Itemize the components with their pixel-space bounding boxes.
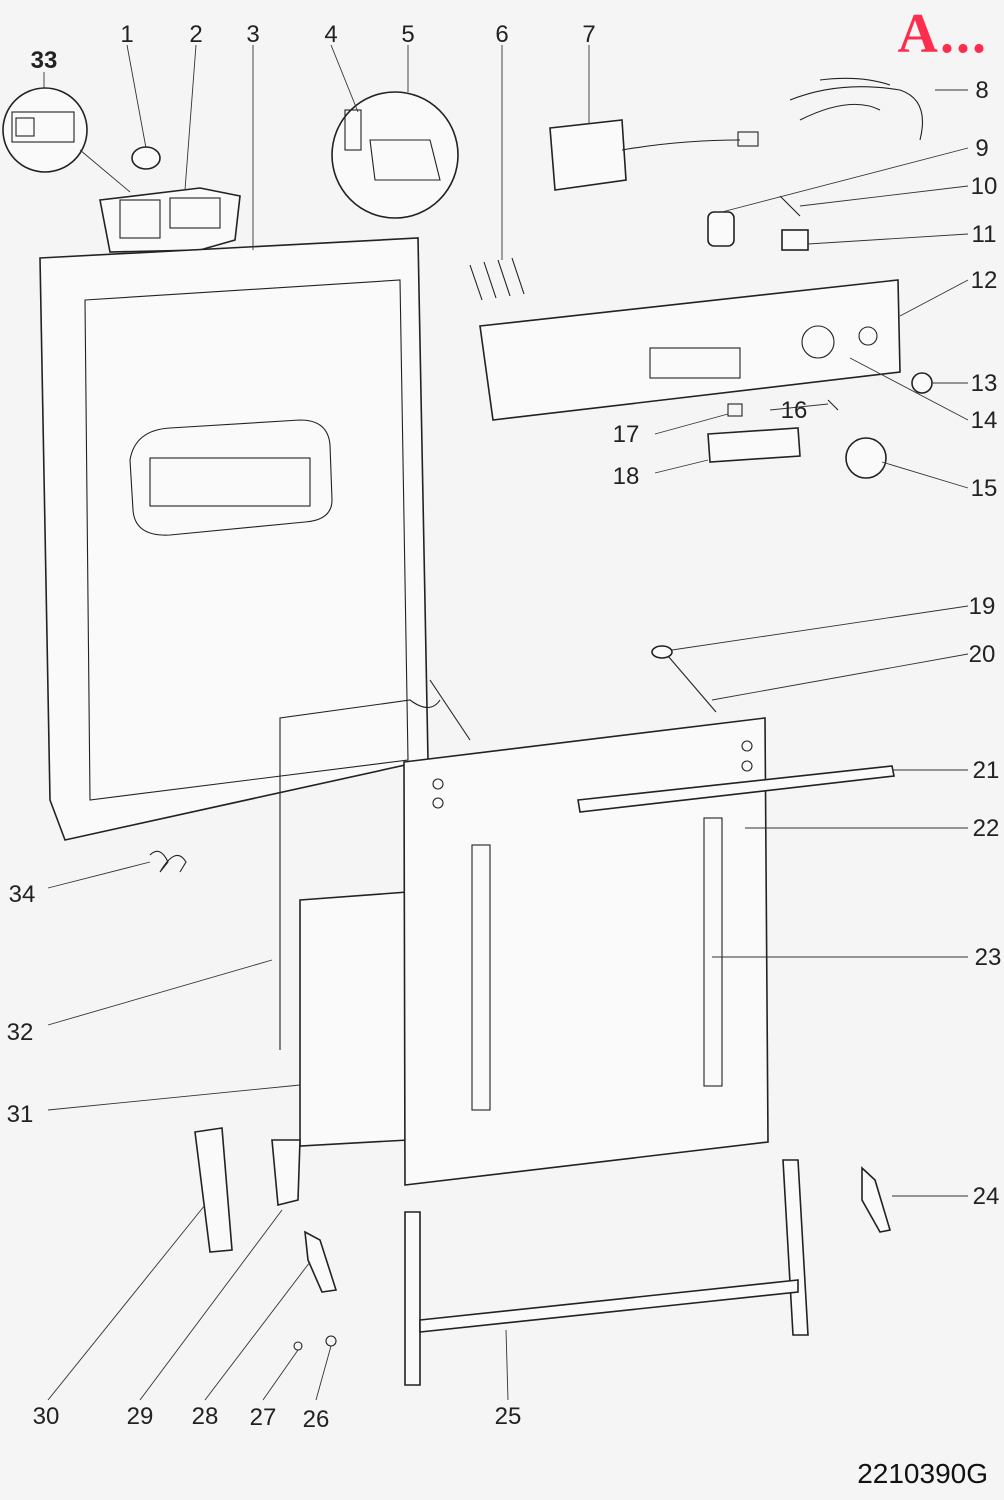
leader-lines — [43, 44, 969, 1401]
callout-19: 19 — [969, 593, 996, 620]
part-8-wiring — [789, 77, 924, 141]
part-2-control-module — [99, 146, 241, 253]
part-32-cable — [279, 679, 471, 1050]
part-6-pins — [469, 257, 525, 301]
callout-1: 1 — [120, 21, 133, 48]
callout-21: 21 — [973, 757, 1000, 784]
callout-31: 31 — [7, 1101, 34, 1128]
callout-9: 9 — [975, 135, 988, 162]
callout-34: 34 — [9, 881, 36, 908]
callout-22: 22 — [973, 815, 1000, 842]
part-3-inner-door — [39, 237, 429, 841]
callout-7: 7 — [582, 21, 595, 48]
callout-20: 20 — [969, 641, 996, 668]
part-31-insulation — [299, 891, 409, 1147]
part-22-outer-door — [403, 717, 769, 1186]
part-33-detail — [2, 87, 131, 193]
part-19-20 — [651, 645, 717, 713]
callout-8: 8 — [975, 77, 988, 104]
part-26-30-small-parts — [194, 1127, 338, 1351]
callout-labels: 1 2 3 4 5 6 7 8 9 10 11 12 13 14 15 16 1… — [7, 21, 1002, 1433]
callout-29: 29 — [127, 1403, 154, 1430]
section-label: A... — [897, 3, 988, 65]
part-9-11-switches — [707, 195, 809, 251]
callout-27: 27 — [250, 1404, 277, 1431]
part-12-control-panel — [479, 279, 901, 421]
callout-15: 15 — [971, 475, 998, 502]
part-25-frame — [404, 1159, 809, 1386]
diagram-code: 2210390G — [857, 1458, 988, 1489]
callout-30: 30 — [33, 1403, 60, 1430]
callout-26: 26 — [303, 1406, 330, 1433]
part-7-board — [549, 119, 759, 191]
callout-33: 33 — [31, 47, 58, 74]
callout-4: 4 — [324, 21, 337, 48]
callout-16: 16 — [781, 397, 808, 424]
callout-23: 23 — [975, 944, 1002, 971]
callout-28: 28 — [192, 1403, 219, 1430]
part-13-16-knobs — [827, 372, 933, 479]
callout-14: 14 — [971, 407, 998, 434]
callout-12: 12 — [971, 267, 998, 294]
callout-17: 17 — [613, 421, 640, 448]
callout-13: 13 — [971, 370, 998, 397]
callout-2: 2 — [189, 21, 202, 48]
callout-5: 5 — [401, 21, 414, 48]
callout-18: 18 — [613, 463, 640, 490]
part-4-5-detail — [331, 91, 459, 219]
callout-32: 32 — [7, 1019, 34, 1046]
callout-3: 3 — [246, 21, 259, 48]
part-21-rail — [577, 765, 895, 813]
callout-6: 6 — [495, 21, 508, 48]
part-24-hinge — [861, 1166, 892, 1233]
part-34-clip — [149, 850, 187, 873]
callout-10: 10 — [971, 173, 998, 200]
callout-24: 24 — [973, 1183, 1000, 1210]
callout-11: 11 — [972, 221, 997, 248]
callout-25: 25 — [495, 1403, 522, 1430]
part-17-18 — [707, 403, 801, 463]
